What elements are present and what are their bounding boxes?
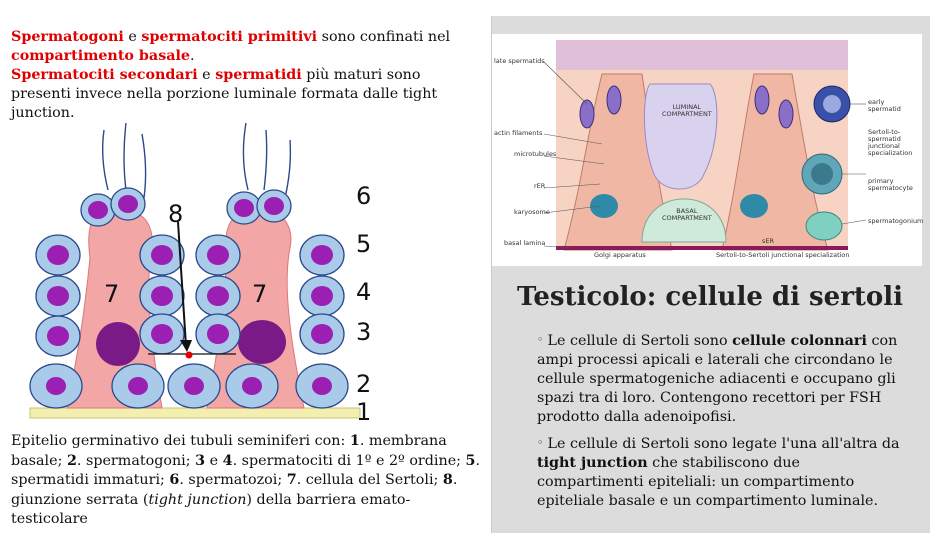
label-5: 5 — [356, 230, 372, 258]
text-run: cellule colonnari — [732, 333, 867, 349]
label-late-spermatids: late spermatids — [494, 57, 545, 65]
text-run: 7 — [286, 472, 297, 488]
bullet-2-mark: ◦ — [537, 436, 544, 449]
label-ser: sER — [762, 237, 775, 245]
text-run: e — [123, 29, 142, 45]
text-run: tight junction — [537, 455, 648, 471]
intro-paragraph-2: Spermatociti secondari e spermatidi più … — [11, 66, 481, 123]
text-run: Spermatociti secondari — [11, 67, 198, 83]
label-junctional: Sertoli-to-Sertoli junctional specializa… — [716, 251, 850, 259]
germ-cells — [29, 234, 349, 409]
text-run: . spermatociti di 1º e 2º ordine; — [232, 452, 466, 469]
text-run: che stabiliscono due compartimenti epite… — [537, 455, 879, 509]
label-spermatogonium: spermatogonium — [868, 217, 924, 225]
label-basal: BASAL COMPARTMENT — [662, 207, 712, 222]
text-run: Spermatogoni — [11, 29, 124, 45]
basal-membrane — [29, 407, 361, 419]
label-1: 1 — [356, 398, 372, 426]
label-luminal: LUMINAL COMPARTMENT — [662, 103, 712, 118]
text-run: Le cellule di Sertoli sono — [547, 333, 733, 349]
sertoli-nucleus-left — [96, 322, 140, 366]
bullet-1-text: Le cellule di Sertoli sono cellule colon… — [537, 333, 897, 425]
label-basal-lamina: basal lamina — [504, 239, 546, 247]
text-run: . spermatidi immaturi; — [11, 452, 481, 489]
text-run: e — [197, 67, 216, 83]
label-2: 2 — [356, 370, 372, 398]
sertoli-nucleus-right — [238, 320, 286, 364]
text-run: 3 — [195, 452, 206, 469]
luminal-compartment — [643, 83, 718, 190]
text-run: . giunzione serrata ( — [11, 472, 458, 508]
label-3: 3 — [356, 318, 372, 346]
label-microtubules: microtubules — [514, 150, 557, 158]
bullet-1: ◦Le cellule di Sertoli sono cellule colo… — [537, 330, 909, 427]
text-run: ) della barriera emato-testicolare — [11, 491, 411, 528]
text-run: . — [190, 48, 195, 64]
text-run: spermatidi — [215, 67, 302, 83]
spermatozoa-tails — [101, 122, 292, 203]
label-early-spermatid: early spermatid — [868, 98, 901, 113]
label-4: 4 — [356, 278, 372, 306]
text-run: . membrana basale; — [11, 433, 447, 469]
label-actin-filaments: actin filaments — [494, 129, 543, 137]
intro-paragraph-1: Spermatogoni e spermatociti primitivi so… — [11, 28, 481, 66]
label-rer: rER — [534, 182, 546, 190]
text-run: compartimento basale — [11, 48, 191, 64]
text-run: 5 — [465, 452, 476, 469]
slide-title: Testicolo: cellule di sertoli — [516, 282, 904, 312]
text-run: . spermatogoni; — [76, 452, 196, 469]
label-6: 6 — [356, 182, 372, 210]
label-primary-spermatocyte: primary spermatocyte — [868, 177, 913, 192]
text-run: più maturi sono presenti invece nella po… — [11, 67, 438, 121]
text-run: Le cellule di Sertoli sono legate l'una … — [547, 436, 900, 452]
label-7-right: 7 — [252, 280, 268, 308]
text-run: . cellula del Sertoli; — [296, 472, 443, 488]
label-8: 8 — [168, 200, 184, 228]
text-run: tight junction — [148, 491, 247, 508]
text-run: 8 — [442, 472, 453, 488]
text-run: 2 — [66, 452, 77, 469]
text-run: Epitelio germinativo dei tubuli seminife… — [11, 433, 350, 449]
label-golgi: Golgi apparatus — [594, 251, 646, 259]
text-run: 4 — [222, 452, 233, 469]
bullet-1-mark: ◦ — [537, 333, 544, 346]
text-run: con ampi processi apicali e laterali che… — [537, 333, 898, 425]
text-run: 6 — [169, 472, 180, 488]
text-run: 1 — [349, 433, 360, 449]
sertoli-cell-illustration — [492, 34, 922, 266]
bullet-2-text: Le cellule di Sertoli sono legate l'una … — [537, 436, 900, 509]
text-run: sono confinati nel — [317, 29, 451, 45]
label-sertoli-spermatid: Sertoli-to-spermatid junctional speciali… — [868, 128, 913, 157]
basal-compartment — [641, 198, 727, 243]
text-run: e — [205, 452, 223, 469]
label-karyosome: karyosome — [514, 208, 550, 216]
seminiferous-epithelium-diagram — [29, 122, 361, 419]
bullet-2: ◦Le cellule di Sertoli sono legate l'una… — [537, 433, 909, 511]
tight-junction-arrow — [177, 221, 187, 347]
tight-junction-marker — [185, 351, 193, 359]
intro-text: Spermatogoni e spermatociti primitivi so… — [11, 28, 481, 123]
label-7-left: 7 — [104, 280, 120, 308]
diagram-caption: Epitelio germinativo dei tubuli seminife… — [11, 432, 481, 530]
text-run: . spermatozoi; — [179, 472, 287, 488]
text-run: spermatociti primitivi — [141, 29, 318, 45]
spermatogonium — [805, 211, 843, 241]
basal-lamina — [556, 246, 848, 250]
